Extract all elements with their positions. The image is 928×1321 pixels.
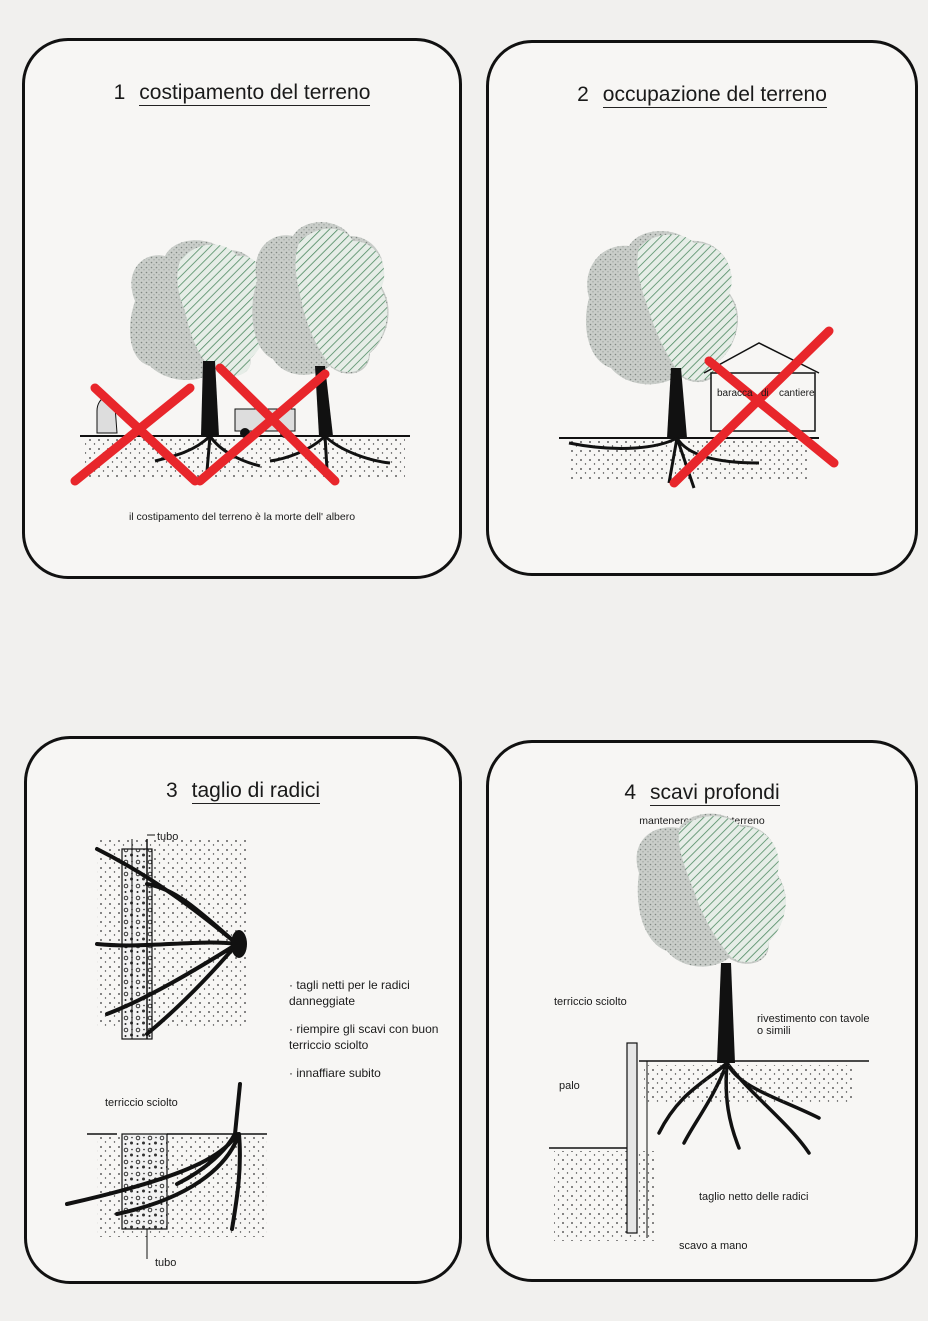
- hut-label-cantiere: cantiere: [779, 388, 815, 399]
- bullet-item: · innaffiare subito: [289, 1065, 454, 1081]
- panel-soil-occupation: 2occupazione del terreno baracca di cant…: [486, 40, 918, 576]
- label-taglio-netto: taglio netto delle radici: [699, 1191, 808, 1203]
- label-palo: palo: [559, 1080, 580, 1092]
- occupation-illustration: [489, 43, 915, 573]
- bullet-item: · riempire gli scavi con buon terriccio …: [289, 1021, 454, 1053]
- label-tubo-bottom: tubo: [155, 1257, 176, 1269]
- stake-icon: [627, 1043, 637, 1233]
- label-terriccio-sciolto: terriccio sciolto: [105, 1097, 178, 1109]
- tree-right-illustration: [252, 222, 390, 469]
- label-rivestimento: rivestimento con tavole o simili: [757, 1013, 877, 1037]
- hut-label-baracca: baracca: [717, 388, 753, 399]
- panel-root-cutting: 3taglio di radici tubo terriccio sciolto…: [24, 736, 462, 1284]
- section-view-illustration: [67, 1084, 267, 1259]
- label-terriccio-sciolto: terriccio sciolto: [554, 996, 627, 1008]
- hut-label-di: di: [761, 388, 769, 399]
- bullet-list: · tagli netti per le radici danneggiate …: [289, 977, 454, 1081]
- plan-view-illustration: [97, 835, 247, 1039]
- label-tubo-top: tubo: [157, 831, 178, 843]
- panel-deep-excavation: 4scavi profondi mantenere umido il terre…: [486, 740, 918, 1282]
- label-scavo-a-mano: scavo a mano: [679, 1240, 747, 1252]
- bullet-item: · tagli netti per le radici danneggiate: [289, 977, 454, 1009]
- panel-caption: il costipamento del terreno è la morte d…: [25, 511, 459, 523]
- panel-soil-compaction: 1costipamento del terreno il costipament…: [22, 38, 462, 579]
- compaction-illustration: [25, 41, 459, 576]
